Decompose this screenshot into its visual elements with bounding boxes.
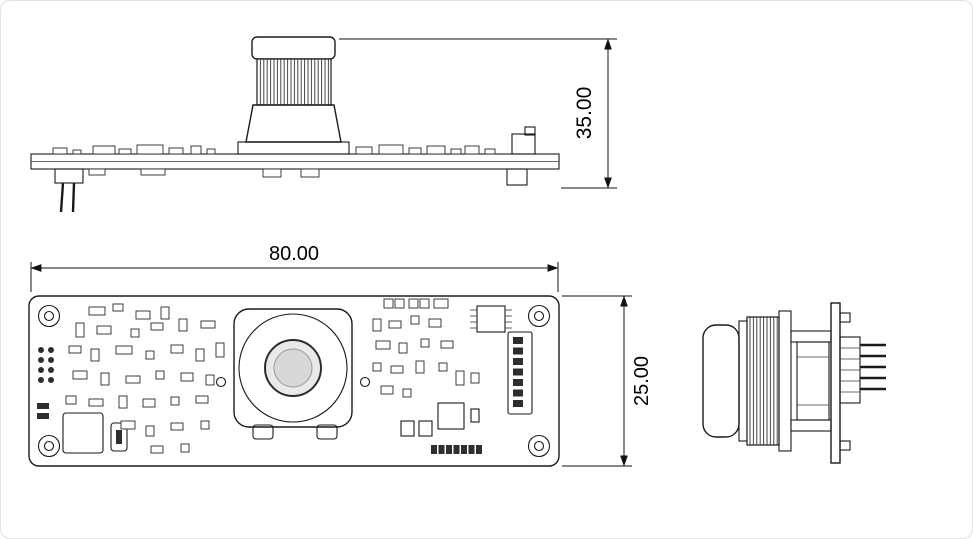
screw-hole-right: [359, 376, 371, 388]
lens-focus-ring: [256, 58, 332, 106]
lens-holder-circle: [238, 313, 348, 423]
screw-hole-left: [215, 376, 227, 388]
pcb-outline: [28, 295, 560, 467]
pin-1: [59, 182, 65, 213]
dim-25-label: 25.00: [631, 356, 653, 406]
dimension-25: 25.00: [562, 295, 653, 467]
lens-cap-profile: [702, 324, 740, 438]
mid-right-parts: [372, 315, 480, 437]
camera-tab-left: [252, 424, 274, 440]
right-under-connector: [506, 168, 528, 186]
left-pins: [54, 168, 84, 213]
bottom-left-chips: [62, 412, 128, 454]
front-view: 80.00: [28, 243, 653, 467]
chip-large: [62, 412, 104, 454]
mount-rail-top: [790, 330, 832, 343]
lens-top-cap: [251, 36, 336, 60]
dimension-35: 35.00: [339, 38, 617, 189]
dimension-80: 80.00: [30, 243, 559, 292]
bottom-pad-row: [431, 445, 482, 454]
mounting-hole: [527, 434, 551, 458]
side-view: 35.00: [30, 36, 617, 213]
lens-inner-circle: [273, 348, 313, 388]
mounting-holes: [37, 304, 551, 458]
focus-ring-profile: [746, 316, 780, 446]
dim-35-label: 35.00: [573, 87, 596, 140]
lens-ring-profile: [738, 320, 748, 442]
ic-chip: [470, 305, 512, 333]
camera-housing: [233, 308, 353, 428]
dim-80-label: 80.00: [269, 243, 319, 265]
pcb-profile: [830, 302, 841, 464]
chip-small: [110, 422, 128, 452]
smd-components-top: [52, 144, 496, 155]
mounting-hole: [37, 304, 61, 328]
smd-components-bottom: [88, 168, 528, 186]
smd-field-left: [65, 303, 225, 454]
lens-flange-profile: [778, 310, 792, 452]
mount-body: [796, 341, 830, 421]
mounting-hole: [37, 434, 61, 458]
lens-base: [237, 141, 350, 155]
pin-header-body: [54, 168, 84, 184]
profile-view: [702, 302, 886, 464]
camera-module: [215, 308, 371, 440]
camera-tab-right: [316, 424, 338, 440]
pcb-side: [30, 153, 560, 170]
right-bracket: [511, 126, 536, 155]
pcb-stub-top: [839, 312, 851, 323]
mounting-hole: [527, 304, 551, 328]
mount-rail-bottom: [790, 419, 832, 432]
pad-array: [37, 347, 54, 419]
connector-pins: [860, 343, 886, 391]
lens-body: [245, 104, 342, 143]
pcb-stub-bottom: [839, 440, 851, 451]
pin-2: [71, 182, 76, 213]
board-connector: [507, 331, 533, 415]
top-row-parts: [383, 298, 449, 309]
lens-assembly-side: [237, 36, 350, 155]
